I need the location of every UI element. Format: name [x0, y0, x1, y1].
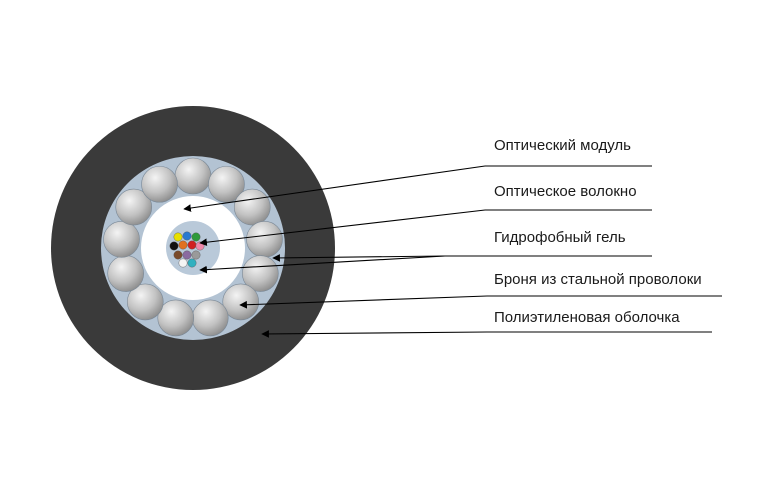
optical-fiber — [187, 258, 197, 268]
leader-sheath-arrow — [261, 330, 488, 338]
optical-fiber — [191, 250, 201, 260]
leader-hydrophobic-gel-arrow-a — [272, 254, 446, 262]
label-optical-module: Оптический модуль — [494, 137, 631, 154]
optical-fiber — [182, 231, 192, 241]
optical-fiber — [173, 232, 183, 242]
steel-wire — [141, 165, 178, 203]
steel-wire — [126, 283, 164, 321]
steel-wire-armor-group — [103, 157, 283, 337]
optical-fiber — [182, 250, 192, 260]
cable-cross-section — [51, 106, 335, 390]
optical-fiber — [191, 232, 201, 242]
leader-optical-fiber-arrow — [199, 209, 486, 247]
label-hydrophobic-gel: Гидрофобный гель — [494, 229, 626, 246]
steel-wire — [246, 221, 283, 258]
steel-wire — [174, 157, 212, 195]
steel-wire — [157, 299, 195, 337]
leader-steel-armor-arrow — [239, 295, 488, 309]
label-group: Оптический модуль Оптическое волокно Гид… — [494, 137, 702, 326]
steel-wire — [103, 221, 140, 258]
optical-fiber-bundle — [169, 231, 205, 268]
steel-wire — [242, 255, 279, 292]
label-steel-wire-armor: Броня из стальной проволоки — [494, 271, 702, 288]
steel-wire — [208, 165, 245, 203]
leader-lines — [183, 165, 722, 338]
optical-fiber — [178, 240, 188, 250]
optical-fiber — [187, 240, 197, 250]
steel-wire — [233, 188, 271, 226]
optical-fiber — [173, 250, 183, 260]
steel-wire — [107, 255, 144, 292]
leader-optical-module-arrow — [183, 165, 486, 212]
optical-fiber — [178, 258, 188, 268]
label-optical-fiber: Оптическое волокно — [494, 183, 637, 200]
leader-hydrophobic-gel-arrow-b — [199, 255, 446, 274]
label-polyethylene-sheath: Полиэтиленовая оболочка — [494, 309, 680, 326]
steel-wire — [191, 299, 229, 337]
optical-fiber — [169, 241, 179, 251]
steel-wire — [115, 188, 153, 226]
